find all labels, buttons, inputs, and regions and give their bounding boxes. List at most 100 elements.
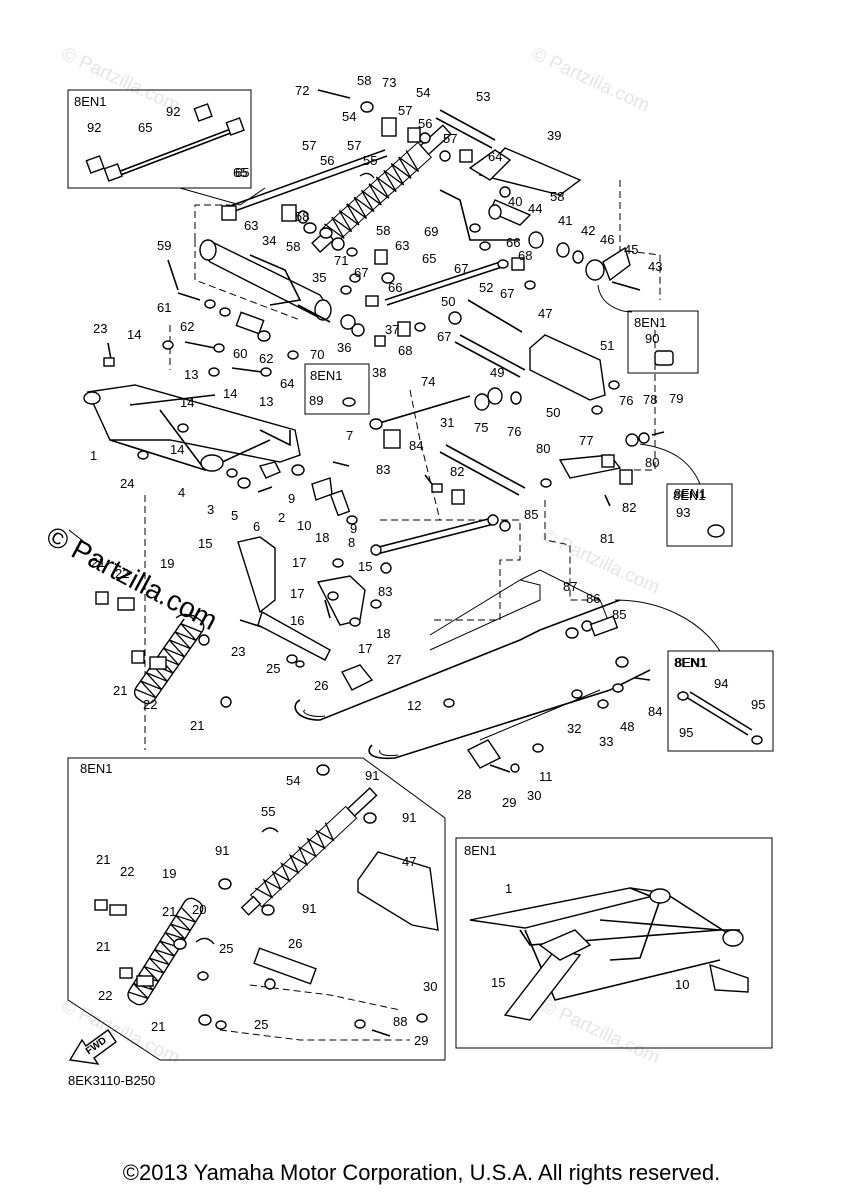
callout-80: 80 [645,455,659,470]
callout-21: 21 [96,852,110,867]
callout-76: 76 [619,393,633,408]
callout-3: 3 [207,502,214,517]
inset-label: 8EN1 [673,488,706,503]
callout-labels: 92 92 65 65 72 58 73 54 53 57 56 57 54 5… [87,73,765,1048]
document-code: 8EK3110-B250 [68,1073,156,1088]
callout-66: 66 [388,280,402,295]
watermark-text: © Partzilla.com [538,995,663,1068]
callout-9: 9 [288,491,295,506]
callout-56: 56 [320,153,334,168]
callout-25: 25 [266,661,280,676]
watermark-text: © Partzilla.com [528,43,653,116]
callout-91: 91 [215,843,229,858]
callout-81: 81 [600,531,614,546]
callout-44: 44 [528,201,542,216]
inset-box-65: 8EN1 [67,89,266,206]
callout-79: 79 [669,391,683,406]
callout-83: 83 [376,462,390,477]
callout-25: 25 [219,941,233,956]
callout-58: 58 [550,189,564,204]
callout-22: 22 [98,988,112,1003]
callout-14: 14 [127,327,141,342]
callout-26: 26 [314,678,328,693]
callout-22: 22 [143,697,157,712]
callout-95: 95 [751,697,765,712]
callout-78: 78 [643,392,657,407]
callout-45: 45 [624,242,638,257]
callout-57: 57 [398,103,412,118]
callout-15: 15 [358,559,372,574]
callout-82: 82 [622,500,636,515]
callout-47: 47 [402,854,416,869]
callout-57: 57 [302,138,316,153]
callout-88: 88 [393,1014,407,1029]
callout-21: 21 [91,555,105,570]
main-assembly [68,89,665,773]
callout-50: 50 [441,294,455,309]
callout-51: 51 [600,338,614,353]
callout-65: 65 [233,165,247,180]
callout-91: 91 [302,901,316,916]
callout-2: 2 [278,510,285,525]
inset-label: 8EN1 [634,315,667,330]
callout-91: 91 [365,768,379,783]
callout-19: 19 [162,866,176,881]
callout-84: 84 [648,704,662,719]
callout-91: 91 [402,810,416,825]
callout-15: 15 [198,536,212,551]
callout-17: 17 [358,641,372,656]
callout-87: 87 [563,579,577,594]
callout-55: 55 [261,804,275,819]
callout-4: 4 [178,485,185,500]
callout-56: 56 [418,116,432,131]
callout-65: 65 [422,251,436,266]
callout-22: 22 [115,566,129,581]
callout-20: 20 [192,902,206,917]
callout-65: 65 [235,165,249,180]
callout-36: 36 [337,340,351,355]
callout-64: 64 [488,149,502,164]
callout-10: 10 [675,977,689,992]
callout-71: 71 [334,253,348,268]
callout-15: 15 [491,975,505,990]
callout-59: 59 [157,238,171,253]
callout-86: 86 [586,591,600,606]
callout-16: 16 [290,613,304,628]
callout-69: 69 [424,224,438,239]
callout-5: 5 [231,508,238,523]
callout-27: 27 [387,652,401,667]
callout-39: 39 [547,128,561,143]
callout-68: 68 [398,343,412,358]
callout-77: 77 [579,433,593,448]
callout-92: 92 [166,104,180,119]
callout-47: 47 [538,306,552,321]
callout-67: 67 [500,286,514,301]
callout-74: 74 [421,374,435,389]
callout-67: 67 [354,265,368,280]
callout-85: 85 [524,507,538,522]
callout-70: 70 [310,347,324,362]
callout-62: 62 [259,351,273,366]
callout-67: 67 [437,329,451,344]
callout-11: 11 [539,769,553,784]
callout-26: 26 [288,936,302,951]
callout-30: 30 [423,979,437,994]
callout-38: 38 [372,365,386,380]
callout-52: 52 [479,280,493,295]
callout-21: 21 [162,904,176,919]
callout-92: 92 [87,120,101,135]
callout-94: 94 [714,676,728,691]
callout-23: 23 [93,321,107,336]
callout-85: 85 [612,607,626,622]
callout-90: 90 [645,331,659,346]
callout-7: 7 [346,428,353,443]
callout-63: 63 [244,218,258,233]
callout-10: 10 [297,518,311,533]
callout-1: 1 [90,448,97,463]
callout-68: 68 [518,248,532,263]
callout-23: 23 [231,644,245,659]
callout-73: 73 [382,75,396,90]
callout-32: 32 [567,721,581,736]
callout-42: 42 [581,223,595,238]
